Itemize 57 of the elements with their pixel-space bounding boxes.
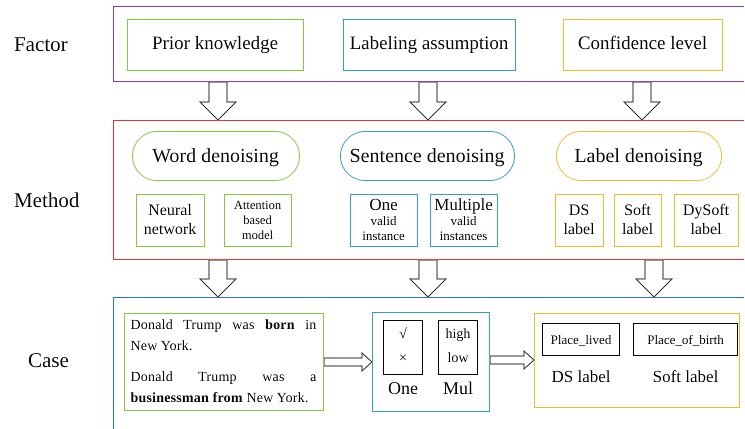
method-pill bbox=[556, 130, 722, 180]
node-text: Neural network bbox=[142, 200, 198, 240]
option-title: Multiple bbox=[434, 196, 493, 214]
process-box bbox=[342, 18, 516, 70]
process-box bbox=[614, 194, 662, 246]
section-band bbox=[113, 120, 744, 260]
node-text: Label denoising bbox=[573, 144, 704, 168]
process-box bbox=[430, 194, 498, 246]
process-box bbox=[562, 18, 722, 70]
box-caption: Soft label bbox=[652, 367, 718, 388]
mark-text: low bbox=[448, 351, 468, 368]
node-text: DySoft label bbox=[682, 200, 730, 240]
block-arrow bbox=[408, 260, 448, 298]
example-sentence: Donald Trump was a businessman from New York. bbox=[130, 368, 318, 408]
method-pill bbox=[340, 130, 514, 180]
node-text: DS label bbox=[562, 200, 596, 240]
box-caption: DS label bbox=[551, 367, 611, 388]
mark-text: high bbox=[446, 326, 470, 344]
mark-text: × bbox=[399, 351, 407, 368]
node-text: Place_lived bbox=[550, 332, 612, 348]
block-arrow bbox=[408, 82, 448, 121]
row-label: Case bbox=[28, 348, 69, 373]
box-caption: Mul bbox=[443, 378, 473, 400]
box-caption: One bbox=[388, 378, 418, 400]
group-box bbox=[534, 312, 740, 408]
example-sentence: Donald Trump was born in New York. bbox=[130, 316, 318, 356]
option-subtitle: valid instances bbox=[440, 214, 488, 244]
group-box bbox=[372, 312, 490, 412]
process-box bbox=[224, 194, 292, 246]
row-label: Factor bbox=[14, 32, 68, 57]
block-arrow bbox=[490, 350, 535, 370]
node-text: Attention based model bbox=[232, 198, 282, 242]
block-arrow bbox=[622, 82, 662, 121]
process-box bbox=[674, 194, 738, 246]
option-subtitle: valid instance bbox=[361, 214, 406, 244]
method-pill bbox=[132, 130, 300, 180]
node-text: Soft label bbox=[620, 200, 654, 240]
option-title: One bbox=[369, 196, 398, 214]
block-arrow bbox=[634, 260, 674, 298]
node-text: Prior knowledge bbox=[150, 33, 280, 56]
section-band bbox=[113, 6, 744, 82]
section-band bbox=[113, 297, 744, 429]
process-box bbox=[136, 194, 204, 246]
node-text: Place_of_birth bbox=[646, 332, 725, 348]
process-box bbox=[126, 18, 304, 70]
node-text: Sentence denoising bbox=[348, 144, 506, 168]
example-text-box bbox=[124, 312, 324, 410]
node-text: Word denoising bbox=[151, 144, 280, 168]
node-text: Confidence level bbox=[576, 33, 708, 56]
row-label: Method bbox=[14, 188, 80, 213]
process-box bbox=[350, 194, 418, 246]
process-box bbox=[554, 194, 604, 246]
block-arrow bbox=[324, 352, 373, 372]
node-text: Labeling assumption bbox=[348, 33, 510, 56]
block-arrow bbox=[198, 260, 238, 298]
block-arrow bbox=[198, 82, 238, 121]
mark-text: √ bbox=[399, 326, 407, 344]
